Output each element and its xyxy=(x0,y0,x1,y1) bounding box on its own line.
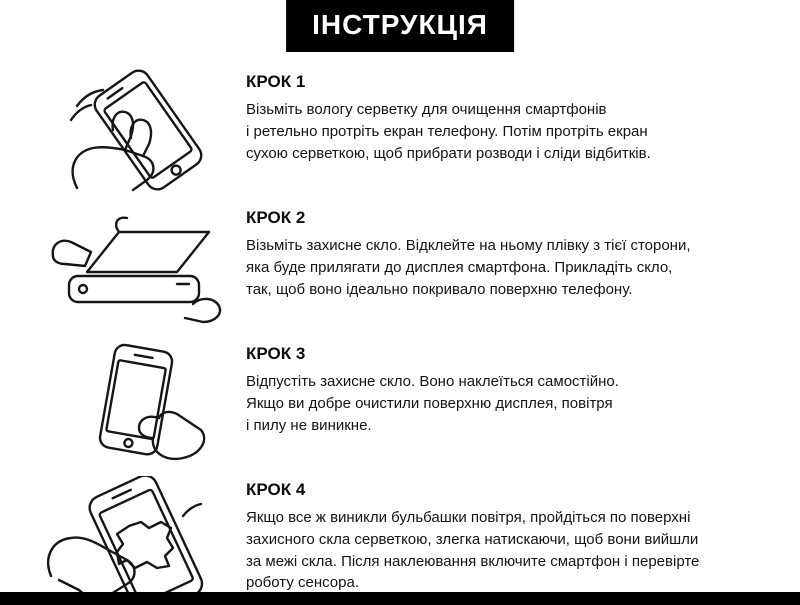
page-title: ІНСТРУКЦІЯ xyxy=(312,9,488,40)
header-bar: ІНСТРУКЦІЯ xyxy=(286,0,514,52)
phone-icon xyxy=(88,476,204,601)
step-3-content: КРОК 3 Відпустіть захисне скло. Воно нак… xyxy=(238,340,800,436)
step-label: КРОК 2 xyxy=(246,208,306,227)
step-4-illustration xyxy=(38,476,238,601)
step-label: КРОК 1 xyxy=(246,72,306,91)
left-hand-icon xyxy=(51,239,93,268)
phone-icon xyxy=(98,343,174,456)
step-1-content: КРОК 1 Візьміть вологу серветку для очищ… xyxy=(238,68,800,164)
step-label: КРОК 3 xyxy=(246,344,306,363)
step-text: Візьміть вологу серветку для очищення см… xyxy=(246,101,651,162)
wipe-phone-illustration xyxy=(69,69,203,192)
step-2-illustration xyxy=(38,204,238,329)
step-text: Якщо все ж виникли бульбашки повітря, пр… xyxy=(246,509,700,592)
motion-lines-icon xyxy=(69,88,105,122)
phone-icon xyxy=(93,69,203,191)
step-text: Відпустіть захисне скло. Воно наклеїться… xyxy=(246,373,619,434)
step-3: КРОК 3 Відпустіть захисне скло. Воно нак… xyxy=(0,340,800,476)
release-glass-illustration xyxy=(98,343,206,461)
cloth-icon xyxy=(115,520,175,570)
motion-lines-icon xyxy=(181,502,203,518)
right-hand-icon xyxy=(183,297,222,324)
glass-icon xyxy=(67,274,201,304)
step-1-illustration xyxy=(38,68,238,193)
step-label: КРОК 4 xyxy=(246,480,306,499)
step-2: КРОК 2 Візьміть захисне скло. Відклейте … xyxy=(0,204,800,340)
step-3-illustration xyxy=(38,340,238,465)
steps-list: КРОК 1 Візьміть вологу серветку для очищ… xyxy=(0,48,800,605)
peel-film-illustration xyxy=(51,216,222,324)
footer-bar xyxy=(0,592,800,605)
film-icon xyxy=(85,216,211,274)
step-4: КРОК 4 Якщо все ж виникли бульбашки пові… xyxy=(0,476,800,605)
step-text: Візьміть захисне скло. Відклейте на ньом… xyxy=(246,237,691,298)
step-2-content: КРОК 2 Візьміть захисне скло. Відклейте … xyxy=(238,204,800,300)
hand-icon xyxy=(71,110,155,192)
step-4-content: КРОК 4 Якщо все ж виникли бульбашки пові… xyxy=(238,476,800,594)
step-1: КРОК 1 Візьміть вологу серветку для очищ… xyxy=(0,68,800,204)
hand-icon xyxy=(137,410,206,461)
smooth-bubbles-illustration xyxy=(47,476,204,601)
